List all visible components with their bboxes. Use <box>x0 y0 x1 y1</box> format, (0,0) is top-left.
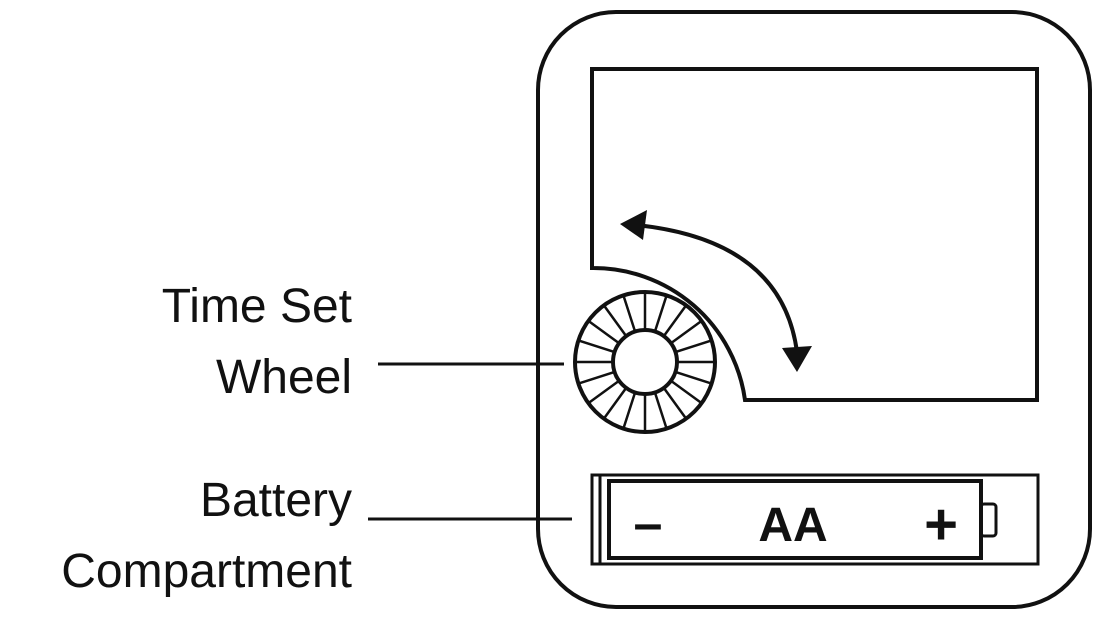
wheel-spoke <box>578 339 615 354</box>
battery-plus-symbol: + <box>924 492 958 557</box>
wheel-spoke <box>670 319 703 345</box>
battery-label-line2: Compartment <box>61 545 352 598</box>
wheel-spoke <box>602 304 628 337</box>
wheel-spoke <box>578 370 615 385</box>
time-set-label-line1: Time Set <box>162 280 352 333</box>
time-set-label-line2: Wheel <box>216 351 352 404</box>
wheel-spoke <box>662 304 688 337</box>
wheel-hub <box>611 328 679 396</box>
wheel-spoke <box>622 392 637 429</box>
battery-label-line1: Battery <box>200 474 352 527</box>
wheel-spoke <box>622 295 637 332</box>
clock-recess <box>590 67 1039 402</box>
battery-minus-symbol: – <box>634 495 663 553</box>
wheel-spoke <box>587 319 620 345</box>
time-set-wheel-icon[interactable] <box>573 290 717 434</box>
wheel-spoke <box>675 370 712 385</box>
wheel-spoke <box>653 295 668 332</box>
wheel-spoke <box>602 387 628 420</box>
battery-terminal-nub <box>979 502 998 538</box>
battery-bay <box>590 473 1040 566</box>
wheel-spoke <box>662 387 688 420</box>
wheel-spoke <box>653 392 668 429</box>
wheel-spoke <box>670 379 703 405</box>
device-body <box>536 10 1092 609</box>
wheel-knurl-spokes <box>575 292 715 432</box>
wheel-spoke <box>675 339 712 354</box>
wheel-spoke <box>587 379 620 405</box>
battery-type-label: AA <box>758 499 827 552</box>
rotation-arrow-icon <box>620 210 812 372</box>
battery-compartment: – AA + <box>590 473 1040 566</box>
